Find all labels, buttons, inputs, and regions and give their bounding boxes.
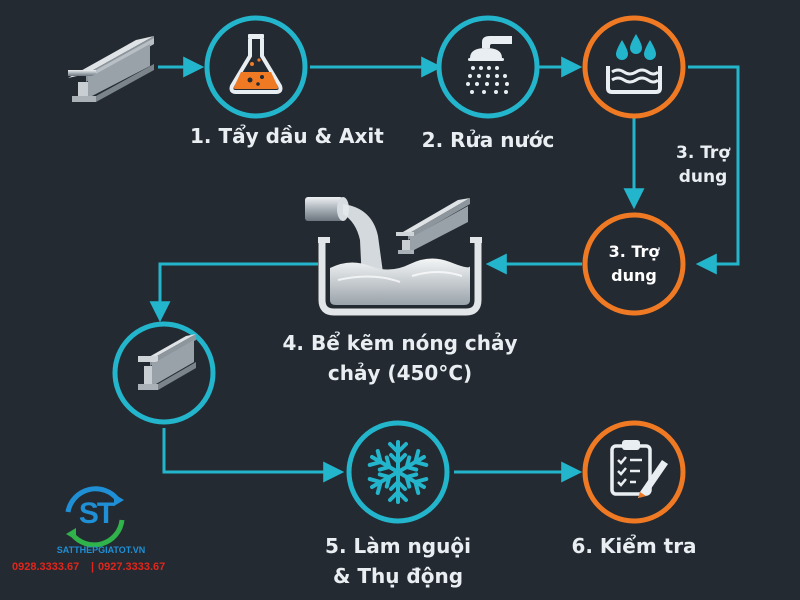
snowflake-icon <box>366 440 430 504</box>
galvanized-beam-node <box>112 321 216 425</box>
step3-node <box>582 15 686 119</box>
brand-phone-1: 0928.3333.67 <box>12 561 80 573</box>
step3-side-label-1: 3. Trợ <box>676 143 730 163</box>
step3-side-label-2: dung <box>678 167 728 187</box>
step6-label: 6. Kiểm tra <box>571 534 697 558</box>
brand-separator: | <box>91 561 95 573</box>
steel-beam-icon <box>68 36 154 102</box>
step2-node <box>436 15 540 119</box>
logo-letters: ST <box>78 497 115 530</box>
step1-circle <box>204 15 308 119</box>
arrow-step3-loop <box>688 65 740 275</box>
step3b-node <box>582 212 686 316</box>
step1-node <box>204 15 308 119</box>
step5-label-2: & Thụ động <box>332 564 464 588</box>
step3b-label-1: 3. Trợ <box>608 242 660 261</box>
zinc-bath-icon <box>305 197 482 316</box>
water-drops-icon <box>606 34 662 94</box>
flask-icon <box>229 34 283 94</box>
brand-phone-2: 0927.3333.67 <box>98 561 166 573</box>
step2-label: 2. Rửa nước <box>421 128 555 152</box>
step3b-label-2: dung <box>611 266 657 285</box>
step4-label-2: chảy (450°C) <box>327 361 473 385</box>
clipboard-check-icon <box>610 440 668 498</box>
step6-node <box>582 420 686 524</box>
arrow-beam-to-step5 <box>162 428 345 483</box>
step5-label-1: 5. Làm nguội <box>325 534 471 558</box>
shower-icon <box>466 36 512 94</box>
brand-site: SATTHEPGIATOT.VN <box>56 545 146 555</box>
step3-circle <box>582 15 686 119</box>
step1-label: 1. Tẩy dầu & Axit <box>190 124 384 148</box>
connectors <box>149 56 740 483</box>
step3b-circle <box>582 212 686 316</box>
steel-beam-icon <box>138 334 196 390</box>
step5-node <box>346 420 450 524</box>
step4-label-1: 4. Bể kẽm nóng chảy <box>282 331 518 355</box>
logo-icon <box>65 486 125 548</box>
arrow-bath-to-beam <box>149 262 318 323</box>
